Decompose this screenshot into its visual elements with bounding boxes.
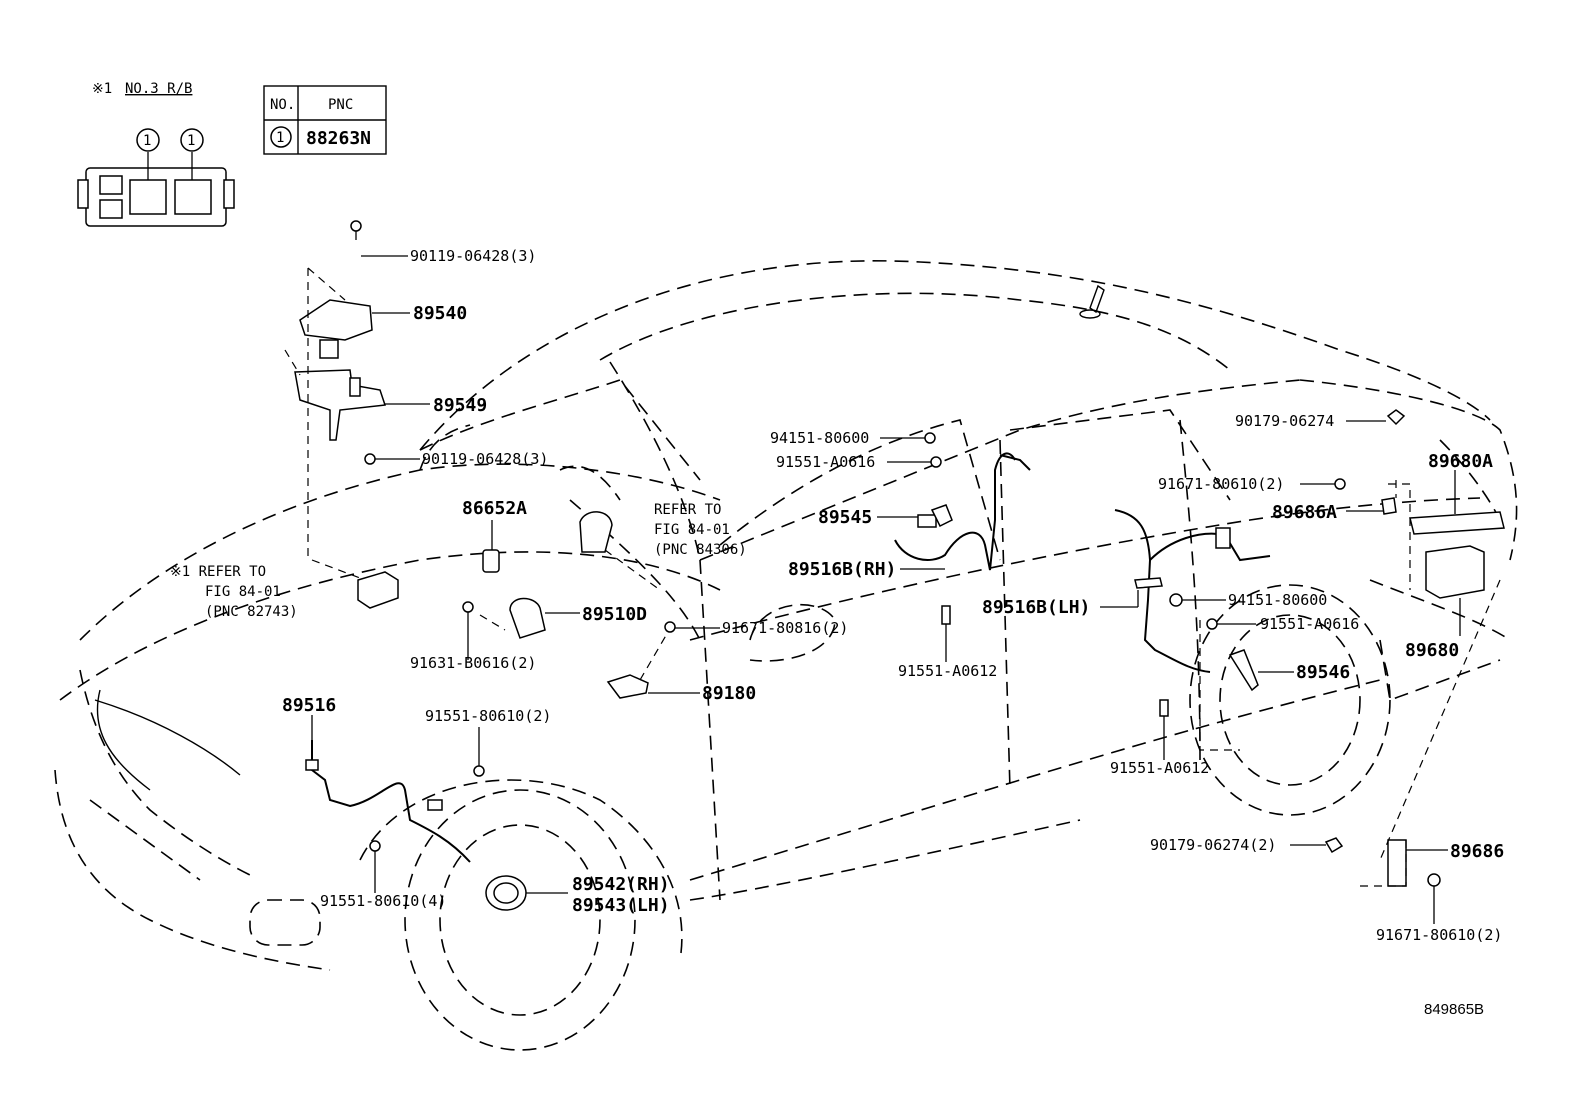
callout-circle-b [180,128,204,152]
bracket-89686-icon [1387,839,1407,887]
ref-left-line2: FIG 84-01 [205,584,281,600]
part-89680A-icon [1409,511,1505,535]
label-89680A: 89680A [1428,451,1493,472]
harness-89516B-rh-icon [894,452,1016,571]
pnc-row-no: 1 [276,130,284,146]
ref-mid-line1: REFER TO [654,502,721,518]
sensor-89546-icon [1228,649,1259,692]
bolt-91551-80610-2-icon [473,765,485,777]
label-91671-top: 91671-80610(2) [1158,475,1284,493]
sensor-89545-icon [930,504,953,528]
sensor-89180-icon [606,674,649,699]
label-89180: 89180 [702,683,756,704]
label-89546: 89546 [1296,662,1350,683]
pnc-row-value: 88263N [306,128,371,149]
label-94151-top: 94151-80600 [770,429,869,447]
pnc-header-pnc: PNC [328,97,353,113]
bolt-91631-icon [462,601,474,613]
label-91631: 91631-B0616(2) [410,654,536,672]
label-89516B-lh: 89516B(LH) [982,597,1090,618]
label-90179-bot: 90179-06274(2) [1150,836,1276,854]
label-89549: 89549 [433,395,487,416]
label-89516B-rh: 89516B(RH) [788,559,896,580]
part-glyphs [294,220,1505,911]
label-91551-A0616-right: 91551-A0616 [1260,615,1359,633]
steering-sensor-icon [579,511,613,553]
nut-90179-bot-icon [1324,837,1344,854]
label-89680: 89680 [1405,640,1459,661]
leader-lines [311,255,1461,924]
label-91551-A0612-b: 91551-A0612 [1110,759,1209,777]
relay-block-title: NO.3 R/B [125,81,192,97]
pnc-header-no: NO. [270,97,295,113]
ref-left-line1: ※1 REFER TO [170,564,266,580]
bolt-91671-mid-icon [664,621,676,633]
label-91551-A0612-a: 91551-A0612 [898,662,997,680]
callout-b-number: 1 [187,133,195,149]
bolt-91551-A0612-b-icon [1159,699,1169,717]
relay-slot-a [129,179,167,215]
label-91551-A0616-top: 91551-A0616 [776,453,875,471]
label-90179-top: 90179-06274 [1235,412,1334,430]
label-89510D: 89510D [582,604,647,625]
ecu-82743-icon [357,571,399,609]
label-86652A: 86652A [462,498,527,519]
figure-code: 849865B [1424,1001,1484,1018]
bolt-91551-80610-4-icon [369,840,381,852]
car-outline [54,260,1518,1051]
bolt-90119-bot-icon [364,453,376,465]
label-90119-bot: 90119-06428(3) [422,450,548,468]
ref-mid-line3: (PNC 84306) [654,542,747,558]
nut-94151-top-icon [924,432,936,444]
label-91551-80610-2: 91551-80610(2) [425,707,551,725]
label-89542: 89542(RH) [572,874,670,895]
callout-circle-a [136,128,160,152]
ref-left-line3: (PNC 82743) [205,604,298,620]
label-94151-right: 94151-80600 [1228,591,1327,609]
label-89543: 89543(LH) [572,895,670,916]
label-91671-bot: 91671-80610(2) [1376,926,1502,944]
bolt-91671-top-icon [1334,478,1346,490]
ecu-89680-icon [1425,545,1485,599]
label-89686: 89686 [1450,841,1504,862]
callout-a-number: 1 [143,133,151,149]
nut-94151-right-icon [1169,593,1183,607]
label-89516: 89516 [282,695,336,716]
relay-block-note: ※1 [92,81,112,97]
bracket-89686A-icon [1381,497,1397,515]
bolt-91551-A0616-top-icon [930,456,942,468]
label-91551-80610-4: 91551-80610(4) [320,892,446,910]
pnc-table: NO. PNC 1 88263N [263,85,387,155]
relay-block-inset: ※1 NO.3 R/B 1 1 [77,81,235,227]
relay-slot-b [174,179,212,215]
bolt-91551-A0616-right-icon [1206,618,1218,630]
label-89545: 89545 [818,507,872,528]
part-labels: 90119-06428(3) 89540 89549 90119-06428(3… [170,247,1504,1018]
harness-89516B-lh-icon [1114,509,1211,673]
nut-90179-top-icon [1386,409,1406,426]
harness-89516-icon [311,740,471,863]
label-89540: 89540 [413,303,467,324]
bolt-91551-A0612-a-icon [941,605,951,625]
bolt-91671-bot-icon [1427,873,1441,887]
sensor-89540-icon [299,299,373,341]
ref-mid-line2: FIG 84-01 [654,522,730,538]
label-90119-top: 90119-06428(3) [410,247,536,265]
part-86652A-icon [482,549,500,573]
bolt-90119-top-icon [350,220,362,232]
label-89686A: 89686A [1272,502,1337,523]
label-91671-mid: 91671-80816(2) [722,619,848,637]
phantom-links [284,267,1501,887]
sensor-89510D-icon [509,597,546,639]
